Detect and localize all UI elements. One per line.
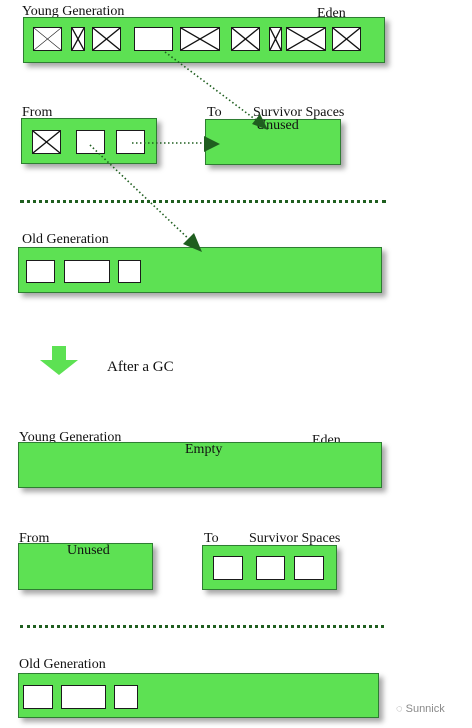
from-live-object-2 xyxy=(116,130,145,154)
after-old-generation-block xyxy=(18,673,379,718)
cross-icon xyxy=(232,28,259,50)
eden-dead-object-5 xyxy=(231,27,260,51)
old-generation-label: Old Generation xyxy=(22,232,109,247)
from-label: From xyxy=(22,105,53,120)
cross-icon xyxy=(34,28,61,50)
cross-icon xyxy=(33,131,60,153)
cross-icon xyxy=(287,28,325,50)
down-arrow-icon xyxy=(40,346,78,375)
cross-icon xyxy=(270,28,281,50)
young-generation-label: Young Generation xyxy=(22,4,125,19)
after-unused-label: Unused xyxy=(67,543,110,558)
after-old-object-1 xyxy=(23,685,53,709)
old-object-3 xyxy=(118,260,141,283)
after-old-object-3 xyxy=(114,685,138,709)
after-gc-label: After a GC xyxy=(107,359,174,375)
after-from-survivor-block: Unused xyxy=(18,543,153,590)
eden-dead-object-2 xyxy=(71,27,85,51)
old-generation-block xyxy=(18,247,382,293)
empty-label: Empty xyxy=(185,442,223,457)
to-survived-object-2 xyxy=(256,556,285,580)
unused-label: Unused xyxy=(256,118,299,133)
after-to-survivor-block xyxy=(202,545,337,590)
eden-dead-object-1 xyxy=(33,27,62,51)
after-eden-block: Empty xyxy=(18,442,382,488)
cross-icon xyxy=(93,28,120,50)
from-dead-object xyxy=(32,130,61,154)
watermark-text: Sunnick xyxy=(405,703,445,715)
to-survived-object-3 xyxy=(294,556,324,580)
old-object-1 xyxy=(26,260,55,283)
cross-icon xyxy=(181,28,219,50)
eden-live-object xyxy=(134,27,173,51)
eden-block xyxy=(23,17,385,63)
watermark: ◌ Sunnick xyxy=(396,703,445,715)
from-survivor-block xyxy=(21,118,157,164)
after-young-generation-label: Young Generation xyxy=(19,430,122,445)
cross-icon xyxy=(333,28,360,50)
to-survived-object-1 xyxy=(213,556,243,580)
after-survivor-spaces-label: Survivor Spaces xyxy=(249,531,341,546)
eden-dead-object-8 xyxy=(332,27,361,51)
eden-dead-object-7 xyxy=(286,27,326,51)
cross-icon xyxy=(72,28,84,50)
eden-dead-object-4 xyxy=(180,27,220,51)
eden-dead-object-6 xyxy=(269,27,282,51)
eden-dead-object-3 xyxy=(92,27,121,51)
divider-line xyxy=(20,200,386,203)
old-object-2 xyxy=(64,260,110,283)
survivor-spaces-label: Survivor Spaces xyxy=(253,105,345,120)
after-to-label: To xyxy=(204,531,219,546)
wechat-icon: ◌ xyxy=(396,703,403,715)
after-old-object-2 xyxy=(61,685,106,709)
after-old-generation-label: Old Generation xyxy=(19,657,106,672)
after-divider-line xyxy=(20,625,384,628)
to-survivor-block: Unused xyxy=(205,118,341,165)
from-live-object-1 xyxy=(76,130,105,154)
after-from-label: From xyxy=(19,531,50,546)
